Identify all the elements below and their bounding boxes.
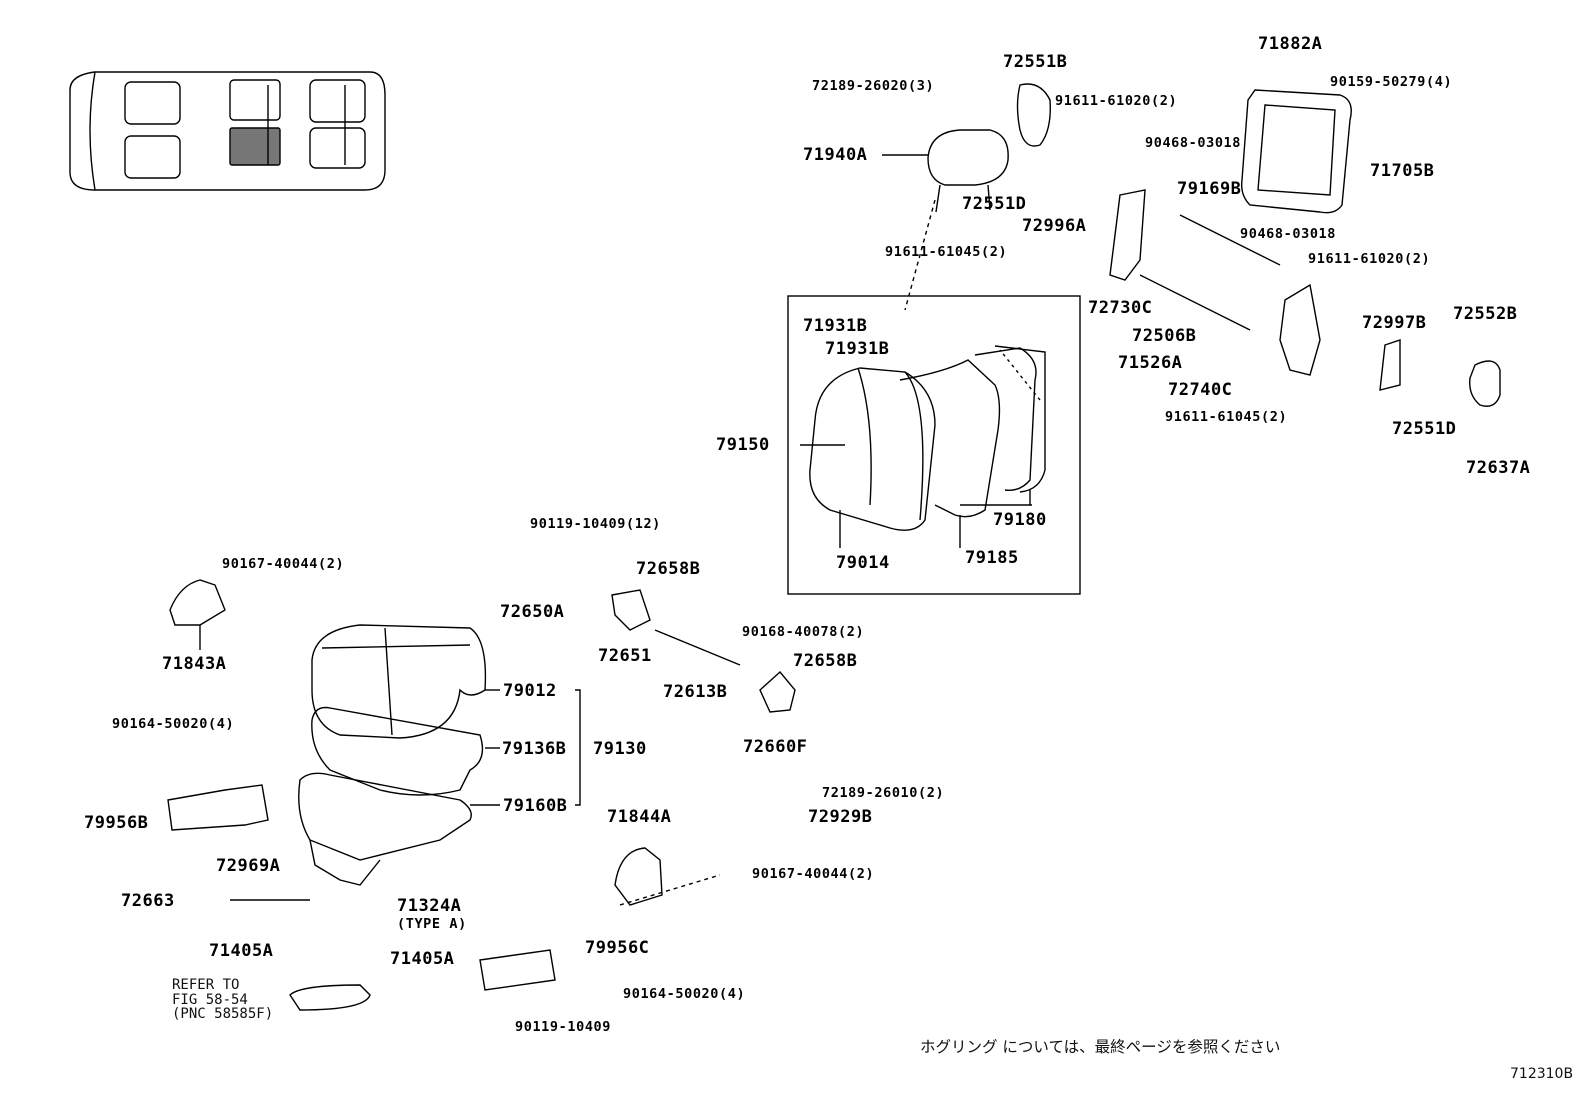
part-label-l25: 71931B: [825, 339, 890, 359]
part-label-l12: 71705B: [1370, 161, 1435, 181]
part-label-l20: 72740C: [1168, 380, 1233, 400]
part-label-l30: 90119-10409(12): [530, 516, 661, 532]
part-label-l49: 72969A: [216, 856, 281, 876]
figure-code: 712310B: [1510, 1066, 1574, 1082]
part-label-l46: 72929B: [808, 807, 873, 827]
part-label-l21: 91611-61045(2): [1165, 409, 1288, 425]
part-label-l1: 72551B: [1003, 52, 1068, 72]
part-label-l9: 91611-61045(2): [885, 244, 1008, 260]
part-label-l27: 79180: [993, 510, 1047, 530]
part-label-l42: 79136B: [502, 739, 567, 759]
part-label-l41: 90164-50020(4): [112, 716, 235, 732]
part-label-l17: 72552B: [1453, 304, 1518, 324]
part-label-l4: 71940A: [803, 145, 868, 165]
part-label-l23: 72637A: [1466, 458, 1531, 478]
part-label-l3: 91611-61020(2): [1055, 93, 1178, 109]
part-label-l32: 72650A: [500, 602, 565, 622]
seatback-group-box: [787, 295, 1081, 595]
part-label-l45: 79160B: [503, 796, 568, 816]
part-label-l51: 72663: [121, 891, 175, 911]
refer-note-line3: (PNC 58585F): [172, 1006, 274, 1023]
vehicle-position-icon: [69, 71, 386, 191]
part-label-l34: 72651: [598, 646, 652, 666]
part-label-l24: 71931B: [803, 316, 868, 336]
part-label-l5: 90468-03018: [1145, 135, 1242, 151]
part-label-l7: 79169B: [1177, 179, 1242, 199]
part-label-l28: 79014: [836, 553, 890, 573]
part-label-l8: 72996A: [1022, 216, 1087, 236]
part-label-l57: 90164-50020(4): [623, 986, 746, 1002]
part-label-l10: 71882A: [1258, 34, 1323, 54]
part-label-l48: 71844A: [607, 807, 672, 827]
part-label-l29: 79185: [965, 548, 1019, 568]
part-label-l14: 91611-61020(2): [1308, 251, 1431, 267]
part-label-l18: 72506B: [1132, 326, 1197, 346]
part-label-l26: 79150: [716, 435, 770, 455]
part-label-l35: 72658B: [793, 651, 858, 671]
headrest: [882, 129, 1009, 311]
part-label-l36: 72613B: [663, 682, 728, 702]
part-label-l2: 72189-26020(3): [812, 78, 935, 94]
part-label-l54: 71405A: [209, 941, 274, 961]
part-label-l40: 79012: [503, 681, 557, 701]
part-label-l13: 90468-03018: [1240, 226, 1337, 242]
part-label-l38: 90167-40044(2): [222, 556, 345, 572]
part-label-l52: 71324A: [397, 896, 462, 916]
part-label-l50: 90167-40044(2): [752, 866, 875, 882]
refer-note-line1: REFER TO: [172, 977, 240, 993]
part-label-l44: 72189-26010(2): [822, 785, 945, 801]
part-label-l22: 72551D: [1392, 419, 1457, 439]
part-label-l43: 79130: [593, 739, 647, 759]
part-label-l55: 71405A: [390, 949, 455, 969]
part-label-l15: 72730C: [1088, 298, 1153, 318]
seat-cushion: [298, 624, 581, 886]
footnote-japanese: ホグリング については、最終ページを参照ください: [920, 1038, 1281, 1056]
part-label-l39: 71843A: [162, 654, 227, 674]
part-label-l37: 72660F: [743, 737, 808, 757]
refer-note-line2: FIG 58-54: [172, 991, 248, 1008]
part-label-l31: 72658B: [636, 559, 701, 579]
part-label-l6: 72551D: [962, 194, 1027, 214]
part-label-l11: 90159-50279(4): [1330, 74, 1453, 90]
part-label-l33: 90168-40078(2): [742, 624, 865, 640]
part-label-l19: 71526A: [1118, 353, 1183, 373]
part-label-l56: 79956C: [585, 938, 650, 958]
part-label-l53: (TYPE A): [397, 916, 467, 932]
part-label-l47: 79956B: [84, 813, 149, 833]
seatback-cover: [800, 345, 1046, 548]
small-parts: [167, 83, 1501, 1011]
refer-note: REFER TO FIG 58-54 (PNC 58585F): [172, 978, 273, 1022]
part-label-l16: 72997B: [1362, 313, 1427, 333]
part-label-l58: 90119-10409: [515, 1019, 612, 1035]
